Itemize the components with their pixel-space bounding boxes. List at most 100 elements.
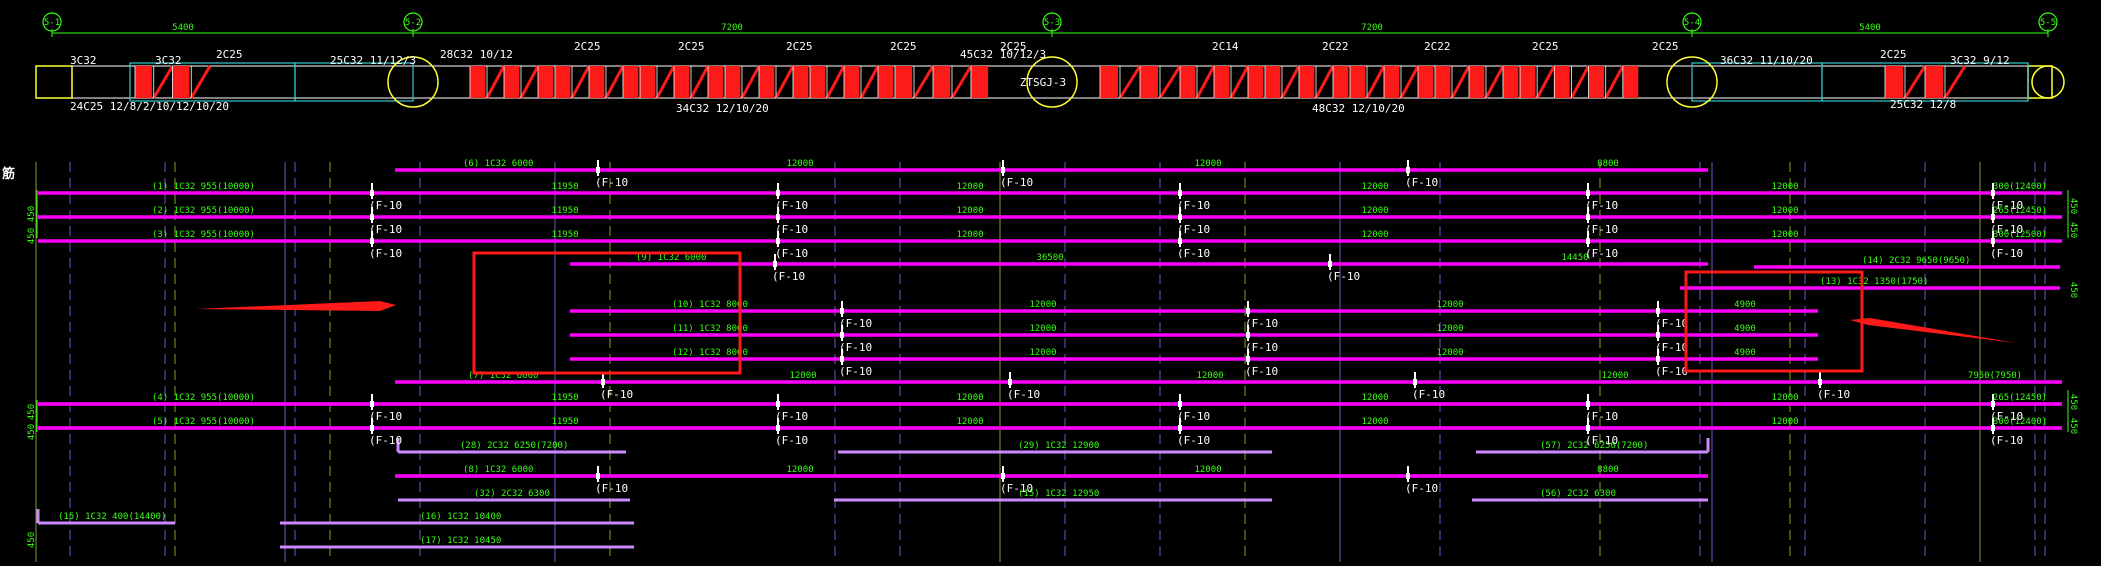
- coupler-label: (F-10: [1000, 482, 1033, 495]
- segment-length: 12000: [956, 206, 983, 216]
- mechanical-coupler[interactable]: (F-10: [1000, 160, 1033, 189]
- mechanical-coupler[interactable]: (F-10: [1000, 466, 1033, 495]
- stirrup-block: [1100, 66, 1118, 98]
- mechanical-coupler[interactable]: (F-10: [1405, 160, 1438, 189]
- mechanical-coupler[interactable]: (F-10: [600, 372, 633, 401]
- coupler-label: (F-10: [1177, 223, 1210, 236]
- mechanical-coupler[interactable]: (F-10: [595, 466, 628, 495]
- rebar-row[interactable]: (14) 2C32 9650(9650): [1754, 256, 2060, 269]
- mechanical-coupler[interactable]: (F-10: [1245, 301, 1278, 330]
- mechanical-coupler[interactable]: (F-10: [1177, 394, 1210, 423]
- rebar-row[interactable]: (29) 1C32 12900: [838, 441, 1272, 454]
- stirrup-block: [172, 66, 190, 98]
- mechanical-coupler[interactable]: (F-10: [1177, 231, 1210, 260]
- highlight-box-left[interactable]: [472, 251, 742, 375]
- rebar-row[interactable]: (13) 1C32 1350(1750): [1680, 277, 2060, 290]
- mechanical-coupler[interactable]: (F-10: [369, 394, 402, 423]
- mechanical-coupler[interactable]: (F-10: [772, 254, 805, 283]
- mechanical-coupler[interactable]: (F-10: [839, 349, 872, 378]
- column-end-left[interactable]: [35, 65, 73, 99]
- coupler-sleeve-icon: [601, 379, 605, 385]
- mechanical-coupler[interactable]: (F-10: [369, 418, 402, 447]
- mechanical-coupler[interactable]: (F-10: [1990, 394, 2023, 423]
- rebar-note: 34C32 12/10/20: [676, 102, 769, 115]
- coupler-sleeve-icon: [1001, 473, 1005, 479]
- mechanical-coupler[interactable]: (F-10: [775, 207, 808, 236]
- mechanical-coupler[interactable]: (F-10: [839, 301, 872, 330]
- mechanical-coupler[interactable]: (F-10: [1245, 325, 1278, 354]
- mechanical-coupler[interactable]: (F-10: [839, 325, 872, 354]
- mechanical-coupler[interactable]: (F-10: [1990, 183, 2023, 212]
- mechanical-coupler[interactable]: (F-10: [1990, 231, 2023, 260]
- mechanical-coupler[interactable]: (F-10: [1007, 372, 1040, 401]
- rebar-row[interactable]: (32) 2C32 6300: [398, 489, 630, 502]
- rebar-label: (5) 1C32 955(10000): [152, 417, 255, 427]
- segment-length: 11950: [551, 393, 578, 403]
- column-ring[interactable]: [2031, 65, 2065, 99]
- rebar-row[interactable]: (57) 2C32 6250(7200): [1476, 438, 1710, 454]
- coupler-sleeve-icon: [370, 190, 374, 196]
- mechanical-coupler[interactable]: (F-10: [1405, 466, 1438, 495]
- mechanical-coupler[interactable]: (F-10: [1585, 418, 1618, 447]
- column-ring[interactable]: [1666, 56, 1718, 108]
- mechanical-coupler[interactable]: (F-10: [1585, 231, 1618, 260]
- axis-bubble-5-3[interactable]: 5-3: [1042, 12, 1062, 32]
- mechanical-coupler[interactable]: (F-10: [1655, 325, 1688, 354]
- rebar-row[interactable]: (16) 1C32 10400: [280, 512, 634, 525]
- beam-segment[interactable]: [294, 62, 414, 102]
- mechanical-coupler[interactable]: (F-10: [595, 160, 628, 189]
- mechanical-coupler[interactable]: (F-10: [369, 231, 402, 260]
- rebar-row[interactable]: (15) 1C32 400(14400): [36, 509, 175, 525]
- coupler-sleeve-icon: [1008, 379, 1012, 385]
- mechanical-coupler[interactable]: (F-10: [369, 207, 402, 236]
- mechanical-coupler[interactable]: (F-10: [1585, 394, 1618, 423]
- mechanical-coupler[interactable]: (F-10: [1177, 207, 1210, 236]
- axis-bubble-5-5[interactable]: 5-5: [2038, 12, 2058, 32]
- column-ring[interactable]: [1026, 56, 1078, 108]
- column-ring[interactable]: [387, 56, 439, 108]
- rebar-row[interactable]: (28) 2C32 6250(7200): [396, 438, 626, 454]
- segment-length: 12000: [1771, 230, 1798, 240]
- beam-segment[interactable]: [1821, 62, 2029, 102]
- mechanical-coupler[interactable]: (F-10: [775, 418, 808, 447]
- coupler-label: (F-10: [775, 223, 808, 236]
- mechanical-coupler[interactable]: (F-10: [1655, 301, 1688, 330]
- axis-bubble-5-2[interactable]: 5-2: [403, 12, 423, 32]
- axis-bubble-5-1[interactable]: 5-1: [42, 12, 62, 32]
- mechanical-coupler[interactable]: (F-10: [1990, 418, 2023, 447]
- mechanical-coupler[interactable]: (F-10: [1655, 349, 1688, 378]
- rebar-row[interactable]: (17) 1C32 10450: [280, 536, 634, 549]
- rebar-row[interactable]: (15) 1C32 12950: [834, 489, 1272, 502]
- mechanical-coupler[interactable]: (F-10: [1245, 349, 1278, 378]
- mechanical-coupler[interactable]: (F-10: [1327, 254, 1360, 283]
- axis-bubble-5-4[interactable]: 5-4: [1682, 12, 1702, 32]
- beam-segment[interactable]: [1691, 62, 1823, 102]
- mechanical-coupler[interactable]: (F-10: [1412, 372, 1445, 401]
- coupler-label: (F-10: [772, 270, 805, 283]
- mechanical-coupler[interactable]: (F-10: [775, 394, 808, 423]
- mechanical-coupler[interactable]: (F-10: [1585, 183, 1618, 212]
- mechanical-coupler[interactable]: (F-10: [369, 183, 402, 212]
- rebar-row[interactable]: (56) 2C32 6300: [1472, 489, 1708, 502]
- coupler-label: (F-10: [600, 388, 633, 401]
- mechanical-coupler[interactable]: (F-10: [775, 183, 808, 212]
- mechanical-coupler[interactable]: (F-10: [1990, 207, 2023, 236]
- mechanical-coupler[interactable]: (F-10: [1817, 372, 1850, 401]
- mechanical-coupler[interactable]: (F-10: [1177, 418, 1210, 447]
- mechanical-coupler[interactable]: (F-10: [775, 231, 808, 260]
- mechanical-coupler[interactable]: (F-10: [1585, 207, 1618, 236]
- mechanical-coupler[interactable]: (F-10: [1177, 183, 1210, 212]
